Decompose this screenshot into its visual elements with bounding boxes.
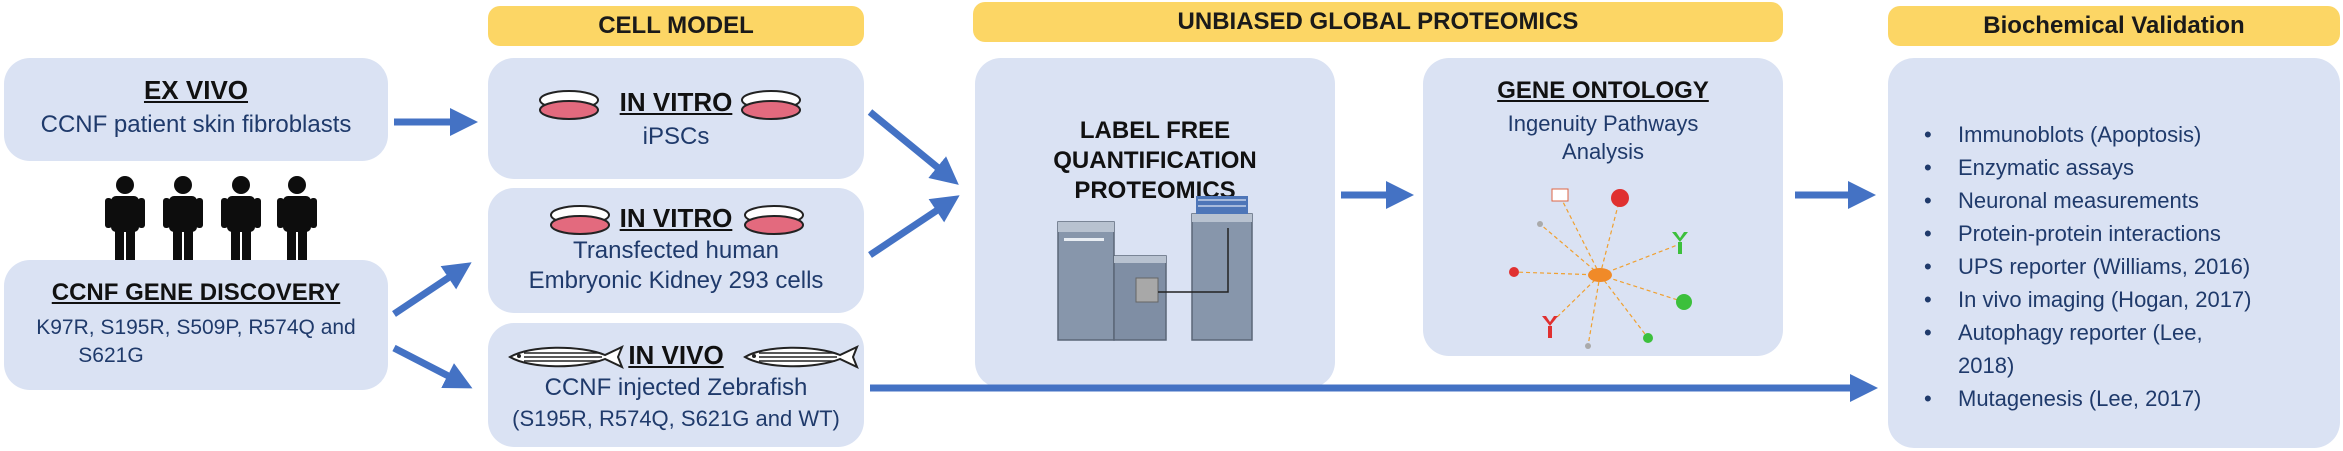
validation-item: •Autophagy reporter (Lee,	[1922, 316, 2252, 349]
bullet-marker: •	[1924, 221, 1932, 246]
ex-vivo-box: EX VIVO CCNF patient skin fibroblasts	[4, 58, 388, 161]
bullet-marker: •	[1924, 122, 1932, 147]
pathway-network-graphic	[1513, 195, 1685, 347]
in-vitro-ipsc-box: IN VITRO iPSCs	[488, 58, 864, 179]
validation-item: •In vivo imaging (Hogan, 2017)	[1922, 283, 2252, 316]
gene-discovery-box: CCNF GENE DISCOVERY K97R, S195R, S509P, …	[4, 260, 388, 390]
arrow-discovery-to-invivo	[392, 344, 473, 389]
zebrafish-icon	[508, 345, 624, 369]
header-proteomics: UNBIASED GLOBAL PROTEOMICS	[973, 2, 1783, 42]
bullet-marker: •	[1924, 320, 1932, 345]
bullet-marker: •	[1924, 287, 1932, 312]
bullet-marker: •	[1924, 155, 1932, 180]
petri-dish-icon	[550, 205, 610, 235]
label-free-line2: QUANTIFICATION	[1053, 147, 1257, 174]
ex-vivo-text: CCNF patient skin fibroblasts	[40, 111, 352, 138]
gene-discovery-title: CCNF GENE DISCOVERY	[51, 279, 341, 306]
in-vitro-hek-box: IN VITRO Transfected human Embryonic Kid…	[488, 188, 864, 313]
arrow-discovery-to-hek	[392, 262, 472, 317]
in-vivo-line2: (S195R, R574Q, S621G and WT)	[512, 406, 840, 431]
bullet-marker: •	[1924, 254, 1932, 279]
arrow-ipsc-to-proteomics	[867, 109, 959, 185]
validation-item: •Protein-protein interactions	[1922, 217, 2252, 250]
in-vitro-hek-line2: Embryonic Kidney 293 cells	[528, 267, 824, 294]
person-icon	[277, 176, 317, 260]
bullet-marker: •	[1924, 188, 1932, 213]
validation-item-continued: 2018)	[1958, 353, 2015, 378]
validation-box: •Immunoblots (Apoptosis) •Enzymatic assa…	[1888, 58, 2340, 448]
zebrafish-icon	[743, 345, 859, 369]
in-vitro-hek-title: IN VITRO	[619, 203, 733, 233]
person-icon	[163, 176, 203, 260]
pathway-network-nodes	[1509, 188, 1692, 349]
header-cell-model: CELL MODEL	[488, 6, 864, 46]
person-icon	[221, 176, 261, 260]
mass-spectrometer-icon	[1057, 196, 1253, 341]
petri-dish-icon	[744, 205, 804, 235]
in-vivo-title: IN VIVO	[628, 340, 724, 370]
bullet-marker: •	[1924, 386, 1932, 411]
gene-ontology-title: GENE ONTOLOGY	[1497, 77, 1709, 104]
gene-ontology-line2: Analysis	[1562, 139, 1644, 164]
flow-arrows	[392, 108, 1878, 402]
gene-discovery-line2: S621G	[78, 344, 144, 367]
ex-vivo-title: EX VIVO	[143, 75, 249, 105]
validation-item: •Enzymatic assays	[1922, 151, 2252, 184]
person-icon	[105, 176, 145, 260]
arrow-hek-to-proteomics	[868, 195, 960, 258]
header-validation: Biochemical Validation	[1888, 6, 2340, 46]
in-vitro-ipsc-text: iPSCs	[642, 123, 710, 150]
validation-list: •Immunoblots (Apoptosis) •Enzymatic assa…	[1922, 118, 2252, 415]
validation-item: •Neuronal measurements	[1922, 184, 2252, 217]
petri-dish-icon	[539, 90, 599, 120]
validation-item: •Mutagenesis (Lee, 2017)	[1922, 382, 2252, 415]
validation-item: •Immunoblots (Apoptosis)	[1922, 118, 2252, 151]
in-vivo-line1: CCNF injected Zebrafish	[544, 374, 808, 401]
in-vitro-hek-line1: Transfected human	[573, 237, 779, 264]
in-vitro-ipsc-title: IN VITRO	[619, 87, 733, 117]
petri-dish-icon	[741, 90, 801, 120]
validation-item: •UPS reporter (Williams, 2016)	[1922, 250, 2252, 283]
gene-ontology-box: GENE ONTOLOGY Ingenuity Pathways Analysi…	[1423, 58, 1783, 356]
in-vivo-box: IN VIVO CCNF injected Zebrafish (S195R, …	[488, 323, 864, 447]
gene-discovery-line1: K97R, S195R, S509P, R574Q and	[36, 316, 356, 339]
label-free-line1: LABEL FREE	[1079, 117, 1231, 144]
gene-ontology-line1: Ingenuity Pathways	[1507, 111, 1699, 136]
